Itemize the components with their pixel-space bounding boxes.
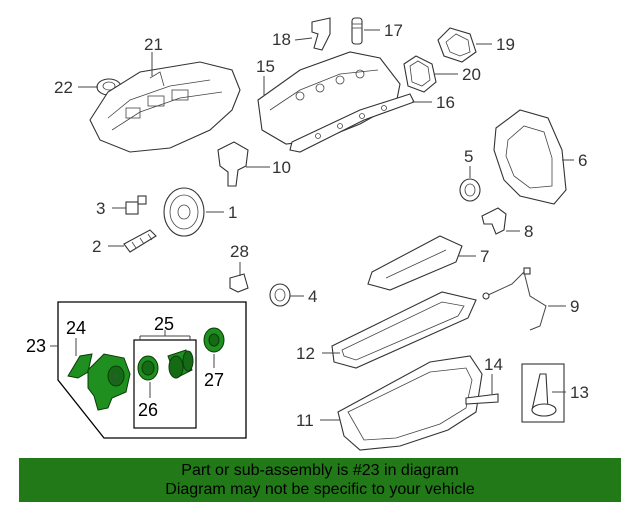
leader-lines xyxy=(50,29,574,421)
callout-24: 24 xyxy=(66,318,86,338)
part-1-pulley[interactable] xyxy=(163,187,205,237)
banner-line-1: Part or sub-assembly is #23 in diagram xyxy=(181,462,459,479)
callout-8: 8 xyxy=(524,222,533,241)
part-24-bracket[interactable] xyxy=(67,353,93,379)
part-18-bracket[interactable] xyxy=(311,17,331,51)
part-14-bolt[interactable] xyxy=(465,393,499,405)
callout-16: 16 xyxy=(436,93,455,112)
part-5-seal[interactable] xyxy=(459,178,481,202)
info-banner: Part or sub-assembly is #23 in diagram D… xyxy=(19,458,621,502)
callout-12: 12 xyxy=(296,344,315,363)
callout-20: 20 xyxy=(462,65,481,84)
callout-14: 14 xyxy=(484,355,503,374)
callout-28: 28 xyxy=(230,242,249,261)
part-19-cover-plate[interactable] xyxy=(437,27,477,63)
part-2-bolt[interactable] xyxy=(123,229,157,253)
part-12-pan-gasket[interactable] xyxy=(331,291,477,369)
part-11-oil-pan[interactable] xyxy=(337,355,483,451)
part-10-cam-sensor[interactable] xyxy=(217,141,249,187)
part-3-bolt[interactable] xyxy=(125,195,147,215)
callout-11: 11 xyxy=(296,411,314,430)
part-8-sensor[interactable] xyxy=(481,207,507,235)
callout-4: 4 xyxy=(308,287,317,306)
part-4-seal[interactable] xyxy=(269,283,291,307)
callout-3: 3 xyxy=(96,199,105,218)
callout-1: 1 xyxy=(228,203,237,222)
callout-17: 17 xyxy=(384,21,403,40)
callout-7: 7 xyxy=(480,247,489,266)
part-21-engine-cover[interactable] xyxy=(89,61,241,153)
callout-13: 13 xyxy=(570,383,589,402)
part-26-seal[interactable] xyxy=(137,355,159,381)
part-23-assembly-box[interactable] xyxy=(57,301,247,439)
callout-22: 22 xyxy=(54,78,73,97)
part-17-sensor[interactable] xyxy=(351,17,363,45)
part-20-gasket[interactable] xyxy=(403,55,437,93)
callout-10: 10 xyxy=(272,158,291,177)
callout-27: 27 xyxy=(204,370,224,390)
part-16-valve-gasket[interactable] xyxy=(289,93,415,153)
part-25-filter-element[interactable] xyxy=(167,349,194,379)
callout-19: 19 xyxy=(496,35,515,54)
part-27-cap[interactable] xyxy=(203,327,225,353)
callout-2: 2 xyxy=(92,237,101,256)
callout-21: 21 xyxy=(144,35,163,54)
part-13-sensor-box[interactable] xyxy=(521,363,565,423)
callout-23: 23 xyxy=(26,336,46,356)
callout-5: 5 xyxy=(464,147,473,166)
callout-18: 18 xyxy=(272,30,291,49)
part-7-baffle[interactable] xyxy=(367,235,463,291)
callout-9: 9 xyxy=(570,297,579,316)
callout-25: 25 xyxy=(154,314,174,334)
part-23-housing[interactable] xyxy=(87,353,131,411)
part-28-sensor[interactable] xyxy=(229,273,249,293)
banner-line-2: Diagram may not be specific to your vehi… xyxy=(165,481,475,498)
part-9-sensor-cable[interactable] xyxy=(482,267,547,331)
callout-6: 6 xyxy=(578,151,587,170)
callout-15: 15 xyxy=(256,57,275,76)
part-6-timing-cover[interactable] xyxy=(493,109,567,205)
callout-26: 26 xyxy=(138,400,158,420)
